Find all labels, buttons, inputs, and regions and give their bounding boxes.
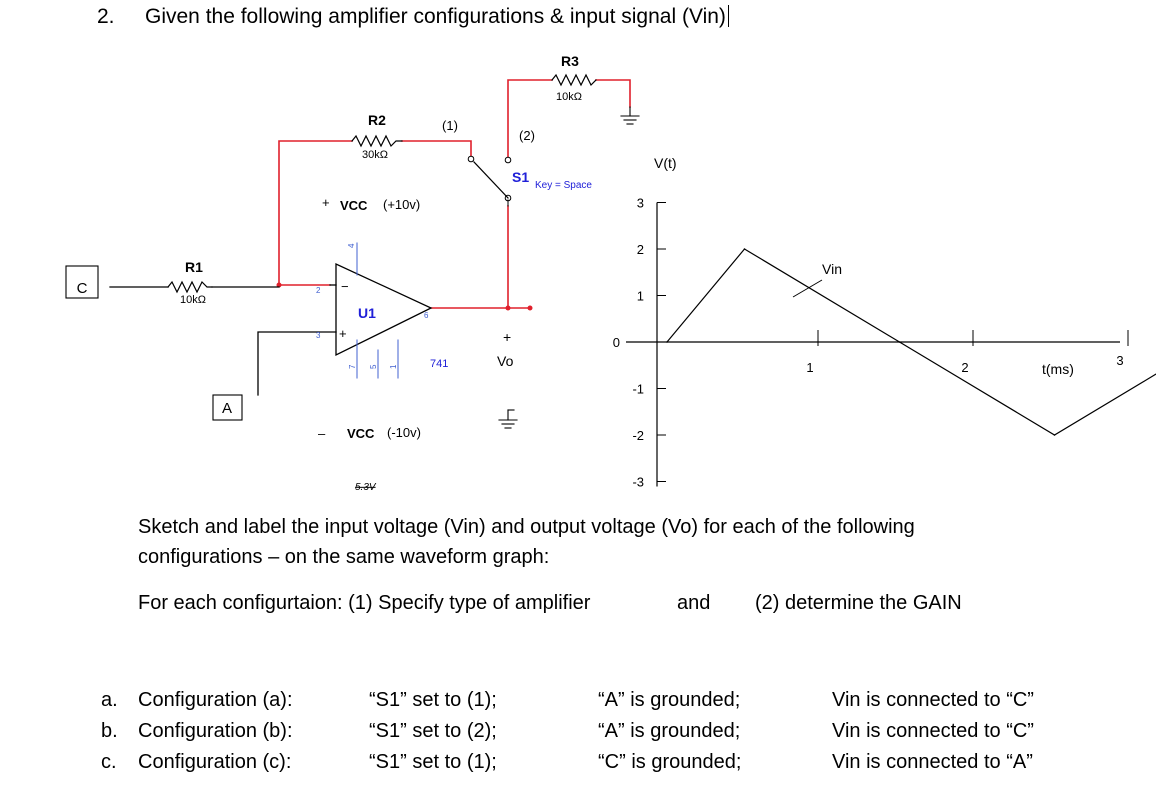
config-letter: c. [101, 751, 117, 773]
vcc-pos-label: VCC [340, 198, 368, 213]
r1-name: R1 [185, 259, 203, 275]
config-s1: “S1” set to (1); [369, 689, 497, 711]
opamp-pins [356, 242, 399, 379]
r3-value: 10kΩ [556, 91, 582, 103]
stray-text: 5.3V [355, 482, 377, 493]
config-vin: Vin is connected to “C” [832, 720, 1034, 742]
data-point [1053, 434, 1056, 436]
data-point [743, 248, 746, 250]
y-tick-label: -3 [632, 475, 644, 490]
and-text: and [677, 592, 711, 614]
data-point [898, 341, 901, 343]
circuit [65, 73, 640, 429]
opamp-name: U1 [358, 305, 376, 321]
circuit-labels: C A R1 10kΩ R2 30kΩ R3 10kΩ (1) (2) S1 K… [77, 53, 593, 493]
config-vin: Vin is connected to “A” [832, 751, 1033, 773]
y-tick-label: -1 [632, 382, 644, 397]
y-axis-label: V(t) [654, 155, 677, 171]
r3-symbol [551, 73, 597, 87]
config-vin: Vin is connected to “C” [832, 689, 1034, 711]
terminal-c-label: C [77, 280, 88, 297]
switch-pos1-label: (1) [442, 118, 458, 133]
ground-symbol-r3 [620, 106, 640, 125]
config-name: Configuration (a): [138, 689, 293, 711]
vcc-pos-value: (+10v) [383, 197, 420, 212]
output-plus: + [503, 329, 511, 345]
instructions: Sketch and label the input voltage (Vin)… [138, 512, 1038, 572]
y-tick-label: 1 [637, 289, 644, 304]
instructions-line2: configurations – on the same waveform gr… [138, 546, 550, 568]
x-tick-label: 2 [961, 360, 968, 375]
series-label-vin: Vin [822, 261, 842, 277]
opamp-pin-1: 1 [389, 364, 398, 369]
question-header: 2. Given the following amplifier configur… [97, 5, 729, 29]
y-tick-label: 0 [613, 335, 620, 350]
opamp-pin-3: 3 [316, 331, 321, 340]
question-number: 2. [97, 5, 115, 28]
vcc-neg-sign: – [318, 426, 326, 441]
terminal-c-box[interactable] [65, 265, 99, 299]
config-letter: b. [101, 720, 118, 742]
r2-symbol [351, 134, 403, 148]
config-grounded: “C” is grounded; [598, 751, 742, 773]
r2-name: R2 [368, 112, 386, 128]
opamp-pin-7: 7 [348, 364, 357, 369]
opamp-model: 741 [430, 358, 448, 370]
vcc-neg-value: (-10v) [387, 425, 421, 440]
opamp-pin-2: 2 [316, 286, 321, 295]
y-tick-label: -2 [632, 428, 644, 443]
opamp-pin-4: 4 [347, 243, 356, 248]
config-name: Configuration (c): [138, 751, 292, 773]
instructions-line1: Sketch and label the input voltage (Vin)… [138, 516, 915, 538]
opamp-pin-6: 6 [424, 311, 429, 320]
r2-value: 30kΩ [362, 149, 388, 161]
switch-pos2-label: (2) [519, 128, 535, 143]
config-grounded: “A” is grounded; [598, 720, 741, 742]
opamp-minus-pin: − [341, 279, 349, 294]
x-tick-label: 3 [1116, 353, 1123, 368]
output-label: Vo [497, 353, 514, 369]
vcc-pos-sign: + [322, 195, 330, 210]
junction-dot [527, 305, 533, 311]
y-tick-label: 3 [637, 196, 644, 211]
config-letter: a. [101, 689, 118, 711]
y-tick-label: 2 [637, 242, 644, 257]
switch-s1[interactable] [467, 155, 512, 207]
red-wires [278, 79, 631, 310]
switch-key-label: Key = Space [535, 180, 592, 191]
opamp-plus-pin: + [339, 326, 347, 341]
junction-dot [276, 282, 282, 288]
question-title: Given the following amplifier configurat… [145, 5, 726, 28]
config-name: Configuration (b): [138, 720, 293, 742]
terminal-a-box[interactable] [212, 394, 243, 421]
terminal-a-label: A [222, 400, 232, 417]
config-s1: “S1” set to (1); [369, 751, 497, 773]
data-point [666, 341, 668, 343]
junction-dot [505, 305, 511, 311]
gain-text: (2) determine the GAIN [755, 592, 962, 614]
config-s1: “S1” set to (2); [369, 720, 497, 742]
config-grounded: “A” is grounded; [598, 689, 741, 711]
series-label-pointer [792, 279, 823, 298]
x-tick-label: 1 [806, 360, 813, 375]
black-wires [109, 284, 337, 396]
for-each-text: For each configurtaion: (1) Specify type… [138, 592, 591, 614]
ground-symbol-output [498, 409, 518, 429]
switch-name: S1 [512, 169, 529, 185]
x-axis-label: t(ms) [1042, 361, 1074, 377]
r1-symbol [167, 280, 213, 294]
opamp-symbol [335, 262, 433, 357]
r3-name: R3 [561, 53, 579, 69]
series-line-vin [666, 248, 1156, 436]
vcc-neg-label: VCC [347, 426, 375, 441]
opamp-pin-5: 5 [369, 364, 378, 369]
text-cursor [727, 5, 729, 27]
r1-value: 10kΩ [180, 294, 206, 306]
